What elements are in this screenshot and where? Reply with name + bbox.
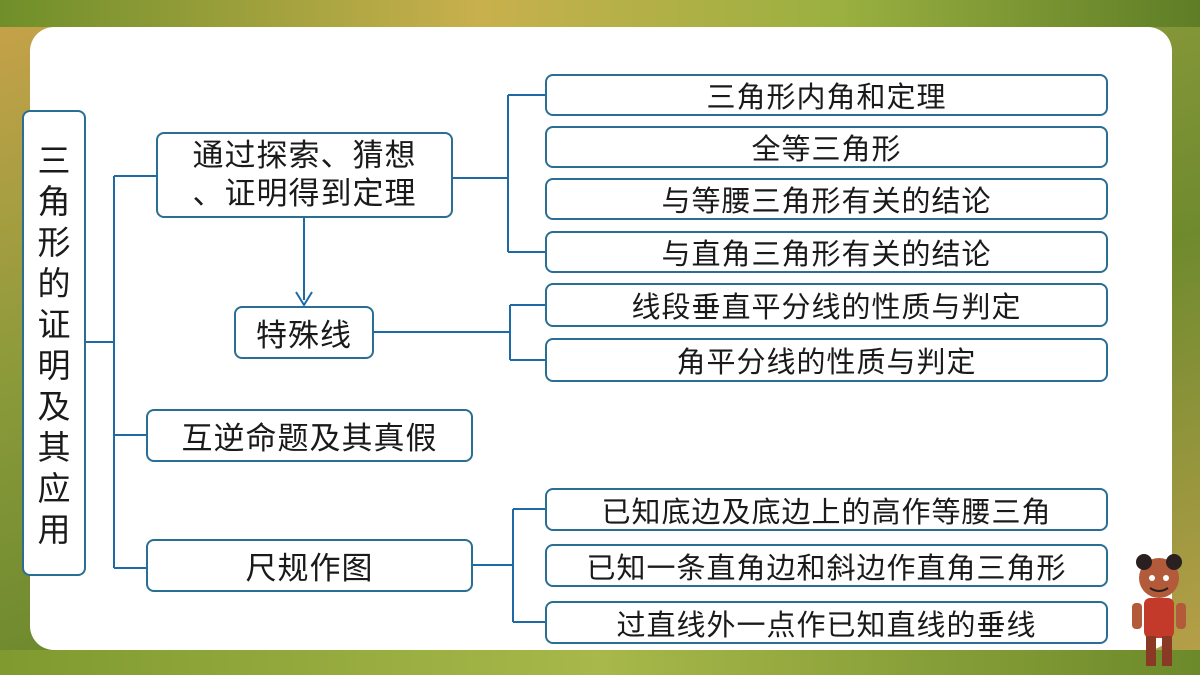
root-char: 角 [37,182,71,221]
root-char: 形 [37,223,71,262]
root-char: 三 [37,141,71,180]
background-foliage-bottom [0,650,1200,675]
root-char: 及 [37,387,71,426]
leaf-label: 线段垂直平分线的性质与判定 [631,290,1022,324]
leaf-label: 全等三角形 [751,132,902,166]
root-char: 用 [37,510,71,549]
background-foliage-top [0,0,1200,27]
leaf-label: 过直线外一点作已知直线的垂线 [616,607,1037,642]
branch-inverse-propositions: 互逆命题及其真假 [146,409,473,462]
branch-proof: 通过探索、猜想 、证明得到定理 [156,132,453,218]
leaf-construction-1: 已知底边及底边上的高作等腰三角 [545,488,1108,531]
branch-proof-line1: 通过探索、猜想 [192,138,417,174]
branch-ruler-compass-construction: 尺规作图 [146,539,473,592]
root-char: 的 [37,264,71,303]
root-node: 三 角 形 的 证 明 及 其 应 用 [22,110,86,576]
leaf-special-2: 角平分线的性质与判定 [545,338,1108,382]
branch-special-lines: 特殊线 [234,306,374,359]
leaf-label: 角平分线的性质与判定 [676,345,977,379]
branch-construction-label: 尺规作图 [245,551,374,587]
branch-special-label: 特殊线 [256,318,352,354]
root-char: 明 [37,346,71,385]
leaf-proof-2: 全等三角形 [545,126,1108,168]
leaf-label: 与等腰三角形有关的结论 [661,184,992,218]
leaf-label: 已知底边及底边上的高作等腰三角 [601,494,1052,529]
root-char: 证 [37,305,71,344]
branch-proof-line2: 、证明得到定理 [192,176,417,212]
leaf-construction-2: 已知一条直角边和斜边作直角三角形 [545,544,1108,587]
cartoon-character-illustration [1132,554,1186,666]
root-char: 其 [37,428,71,467]
branch-inverse-label: 互逆命题及其真假 [181,421,438,457]
leaf-construction-3: 过直线外一点作已知直线的垂线 [545,601,1108,644]
leaf-proof-3: 与等腰三角形有关的结论 [545,178,1108,220]
leaf-proof-4: 与直角三角形有关的结论 [545,231,1108,273]
root-char: 应 [37,469,71,508]
leaf-proof-1: 三角形内角和定理 [545,74,1108,116]
leaf-label: 三角形内角和定理 [706,80,947,114]
leaf-label: 与直角三角形有关的结论 [661,237,992,271]
leaf-special-1: 线段垂直平分线的性质与判定 [545,283,1108,327]
leaf-label: 已知一条直角边和斜边作直角三角形 [586,550,1067,585]
arrow-head [295,291,313,307]
